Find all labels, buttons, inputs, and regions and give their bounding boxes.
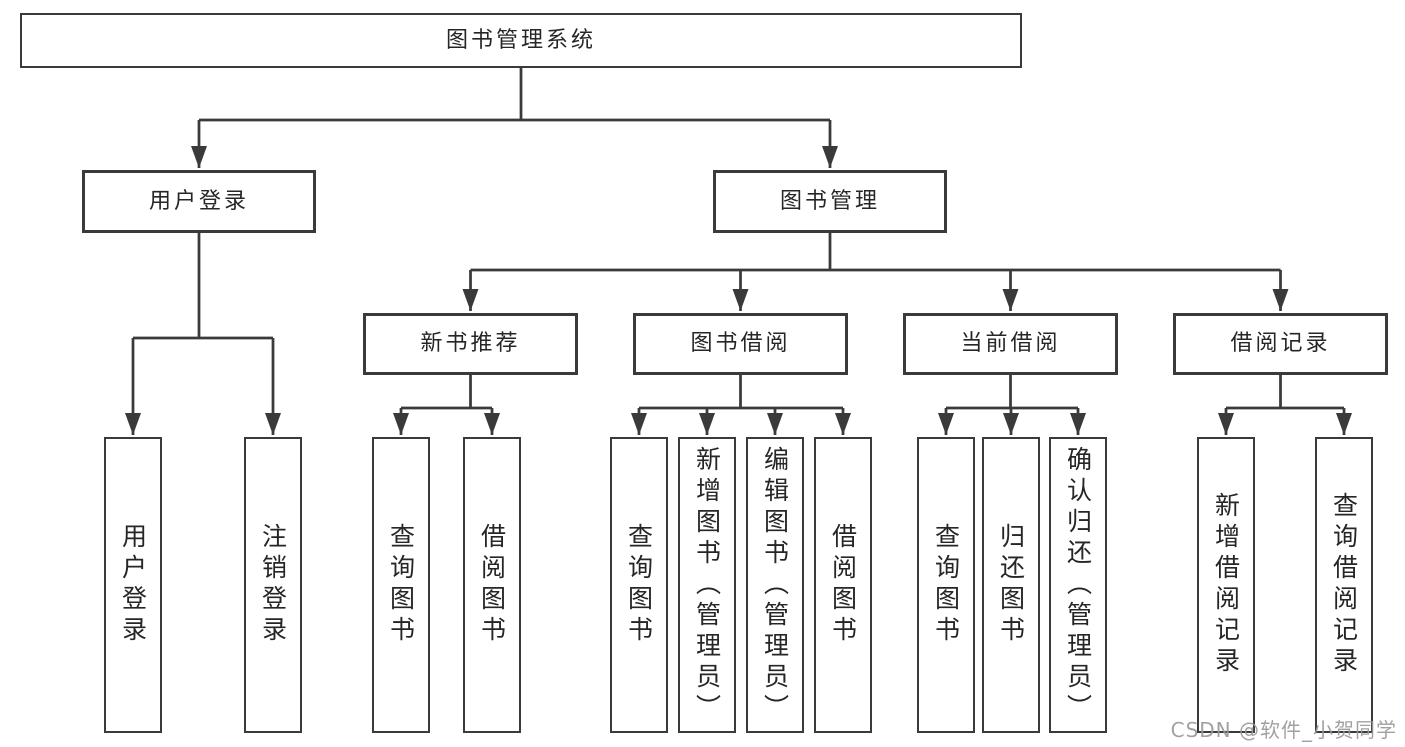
node-root-label: 图书管理系统 [445, 27, 596, 53]
node-borrow-records: 借阅记录 [1173, 313, 1388, 375]
node-user-login: 用户登录 [82, 170, 316, 233]
leaf-new-book-query: 查询图书 [372, 437, 430, 733]
leaf-query-borrow-record: 查询借阅记录 [1315, 437, 1373, 733]
leaf-query-borrow-record-label: 查询借阅记录 [1329, 492, 1359, 678]
leaf-new-book-borrow: 借阅图书 [463, 437, 521, 733]
leaf-edit-book-admin: 编辑图书（管理员） [746, 437, 804, 733]
leaf-add-book-admin: 新增图书（管理员） [678, 437, 736, 733]
leaf-add-borrow-record: 新增借阅记录 [1197, 437, 1255, 733]
leaf-borrow-query-label: 查询图书 [624, 523, 654, 647]
node-new-book-recommend-label: 新书推荐 [420, 331, 521, 356]
node-borrow-records-label: 借阅记录 [1230, 331, 1331, 356]
leaf-current-query: 查询图书 [917, 437, 975, 733]
leaf-borrow-book-label: 借阅图书 [828, 523, 858, 647]
leaf-new-book-borrow-label: 借阅图书 [477, 523, 507, 647]
leaf-new-book-query-label: 查询图书 [386, 523, 416, 647]
leaf-return-book-label: 归还图书 [996, 523, 1026, 647]
leaf-edit-book-admin-label: 编辑图书（管理员） [760, 445, 790, 725]
leaf-user-login-label: 用户登录 [118, 523, 148, 647]
leaf-logout: 注销登录 [244, 437, 302, 733]
leaf-confirm-return-admin: 确认归还（管理员） [1049, 437, 1107, 733]
node-root: 图书管理系统 [20, 13, 1022, 68]
watermark: CSDN @软件_小贺同学 [1170, 718, 1397, 742]
leaf-logout-label: 注销登录 [258, 523, 288, 647]
node-current-borrow: 当前借阅 [903, 313, 1118, 375]
node-current-borrow-label: 当前借阅 [960, 331, 1061, 356]
node-new-book-recommend: 新书推荐 [363, 313, 578, 375]
leaf-borrow-query: 查询图书 [610, 437, 668, 733]
leaf-return-book: 归还图书 [982, 437, 1040, 733]
leaf-confirm-return-admin-label: 确认归还（管理员） [1063, 445, 1093, 725]
leaf-user-login: 用户登录 [104, 437, 162, 733]
leaf-add-book-admin-label: 新增图书（管理员） [692, 445, 722, 725]
node-book-management: 图书管理 [713, 170, 947, 233]
leaf-current-query-label: 查询图书 [931, 523, 961, 647]
node-book-borrow: 图书借阅 [633, 313, 848, 375]
leaf-add-borrow-record-label: 新增借阅记录 [1211, 492, 1241, 678]
node-book-management-label: 图书管理 [779, 188, 880, 214]
node-user-login-label: 用户登录 [148, 188, 249, 214]
leaf-borrow-book: 借阅图书 [814, 437, 872, 733]
node-book-borrow-label: 图书借阅 [690, 331, 791, 356]
